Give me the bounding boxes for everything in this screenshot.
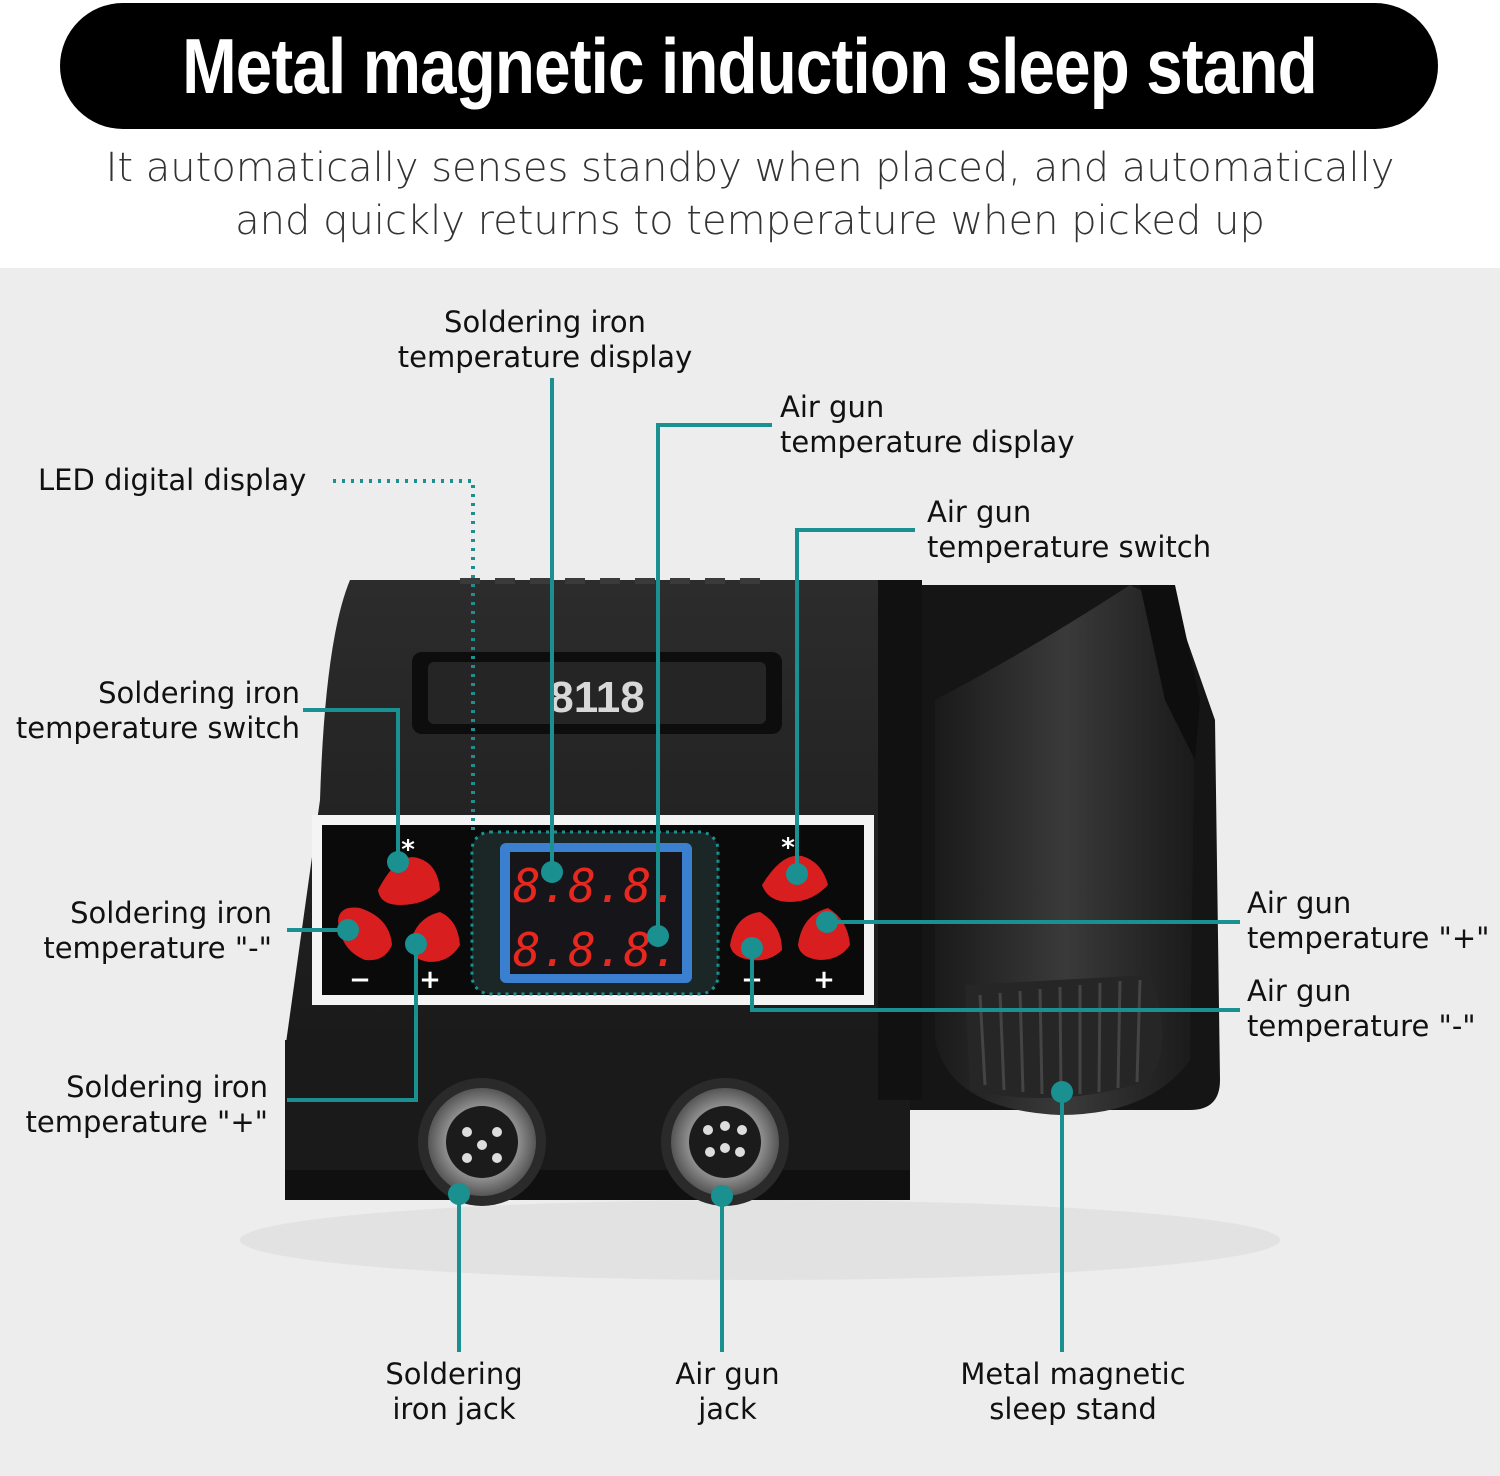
vent-slots [460,578,760,584]
led-callout [333,479,475,832]
led-display: 8.8.8. 8.8.8. [470,830,720,996]
gun-switch-callout [795,528,915,872]
product-photo: 8118 * − + * − + [0,268,1500,1476]
floor-shadow [240,1200,1280,1280]
gun-minus-callout [750,948,1240,1012]
iron-switch-callout [303,708,400,860]
subtitle-line-2: and quickly returns to temperature when … [235,198,1265,244]
air-gun-buttons: * − + [730,833,850,995]
svg-text:*: * [781,833,795,863]
model-number: 8118 [549,673,644,722]
subtitle-line-1: It automatically senses standby when pla… [105,145,1395,191]
soldering-iron-jack[interactable] [418,1078,546,1206]
page-title: Metal magnetic induction sleep stand [181,21,1318,110]
svg-text:−: − [349,965,371,995]
air-gun-jack[interactable] [661,1078,789,1206]
callout-lines [287,378,1240,1352]
device-illustration: 8118 * − + * − + [240,378,1280,1352]
iron-plus-callout [287,944,418,1102]
callout-dots [337,851,1073,1207]
sleep-stand-cradle [870,585,1220,1115]
gun-display-callout [656,423,772,936]
subtitle: It automatically senses standby when pla… [0,142,1500,248]
iron-temperature-readout: 8.8.8. [513,859,679,913]
svg-text:+: + [813,965,835,995]
label-led-display: LED digital display [38,463,307,497]
svg-text:+: + [419,965,441,995]
station-body: 8118 * − + * − + [285,578,922,1206]
title-banner: Metal magnetic induction sleep stand [60,3,1438,129]
